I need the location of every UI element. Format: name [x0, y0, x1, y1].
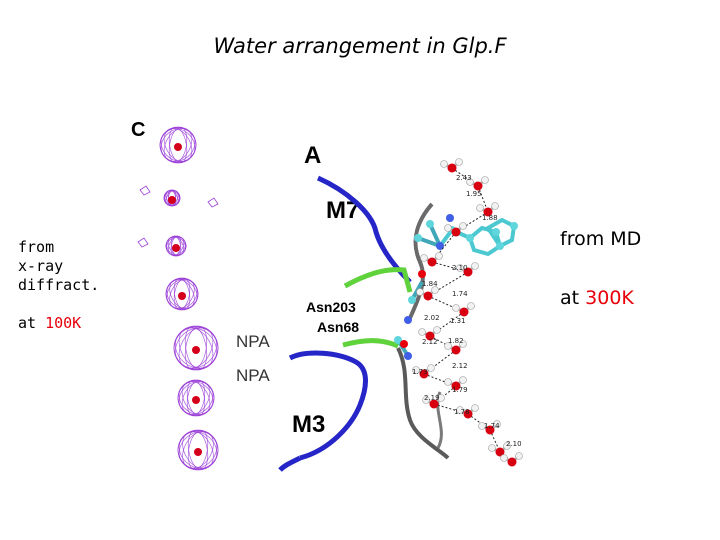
distance-label: 2.19	[424, 394, 440, 402]
npa-label-2: NPA	[236, 366, 270, 385]
left-caption-line1: from	[18, 238, 55, 256]
water-molecule	[476, 202, 499, 217]
residue-label-asn203: Asn203	[306, 299, 356, 315]
water-molecule	[420, 252, 443, 267]
water-oxygen-dot	[172, 244, 180, 252]
helix-m3-ribbon	[288, 350, 368, 461]
water-molecule	[440, 158, 463, 173]
density-fragment	[137, 237, 149, 248]
water-molecule	[444, 222, 467, 237]
water-molecule	[456, 404, 479, 419]
distance-label: 1.95	[466, 190, 482, 198]
xray-panel: C NPA NPA	[131, 119, 270, 471]
water-oxygen-dot	[192, 346, 200, 354]
aromatic-residue	[394, 214, 518, 360]
density-mesh	[159, 126, 197, 164]
water-oxygen-dot	[178, 292, 186, 300]
density-mesh	[173, 325, 219, 371]
left-temp-prefix: at	[18, 314, 46, 332]
distance-label: 2.12	[452, 362, 468, 370]
water-molecule	[416, 286, 439, 301]
helix-m7-ribbon	[316, 175, 412, 284]
xray-panel-label: C	[131, 119, 145, 141]
water-molecule	[418, 326, 441, 341]
water-molecule	[422, 394, 445, 409]
density-mesh	[177, 429, 219, 471]
density-mesh	[165, 277, 199, 311]
npa-label-1: NPA	[236, 332, 270, 351]
water-molecule	[478, 420, 501, 435]
water-oxygen-dot	[192, 396, 200, 404]
distance-label: 1.73	[412, 368, 428, 376]
density-fragment	[207, 197, 219, 208]
distance-label: 2.12	[422, 338, 438, 346]
asn68-loop	[342, 338, 400, 349]
water-molecule	[444, 340, 467, 355]
distance-label: 1.74	[452, 290, 468, 298]
distance-labels: 2.43 1.95 1.88 2.10 1.84 1.74 2.02 1.31 2.12 1.82…	[412, 174, 522, 448]
left-caption: from x-ray diffract. at 100K	[18, 238, 99, 333]
density-meshes	[137, 126, 219, 471]
right-temp-value: 300K	[585, 287, 634, 309]
distance-label: 1.84	[422, 280, 438, 288]
density-fragment	[139, 185, 151, 196]
water-chain	[412, 158, 523, 467]
helix-label-m3: M3	[292, 411, 325, 438]
water-oxygen-dot	[168, 196, 176, 204]
left-temp-value: 100K	[45, 314, 82, 332]
left-caption-line3: diffract.	[18, 276, 100, 294]
md-panel: A M7 M3 Asn203 Asn68	[278, 142, 523, 472]
helix-m3-tail	[278, 455, 302, 472]
water-oxygen-dot	[194, 448, 202, 456]
right-caption-method: from MD	[560, 228, 642, 250]
distance-label: 2.10	[506, 440, 522, 448]
distance-label: 1.31	[450, 317, 466, 325]
distance-label: 1.88	[482, 214, 498, 222]
water-molecule	[452, 302, 475, 317]
distance-label: 1.74	[484, 422, 500, 430]
backbone-trace-2	[396, 347, 450, 460]
water-molecule	[488, 442, 511, 457]
backbone-trace-1	[408, 202, 434, 319]
distance-label: 2.02	[424, 314, 440, 322]
density-mesh	[165, 235, 187, 257]
water-molecule	[412, 364, 435, 379]
water-molecule	[444, 376, 467, 391]
distance-label: 2.10	[452, 264, 468, 272]
distance-label: 1.79	[452, 386, 468, 394]
right-temperature: at 300K	[560, 287, 634, 309]
water-molecule	[500, 452, 523, 467]
left-caption-line2: x-ray	[18, 257, 64, 275]
density-mesh	[163, 189, 181, 207]
asn203-loop	[343, 267, 413, 293]
distance-label: 1.82	[448, 337, 464, 345]
right-temp-prefix: at	[560, 287, 586, 309]
distance-label: 2.43	[456, 174, 472, 182]
md-panel-label: A	[304, 142, 321, 169]
water-oxygens	[168, 143, 202, 456]
residue-label-asn68: Asn68	[317, 319, 359, 335]
left-temperature: at 100K	[18, 314, 99, 333]
water-molecule	[466, 176, 489, 191]
density-mesh	[177, 379, 215, 417]
page-title: Water arrangement in Glp.F	[213, 34, 507, 58]
water-molecule	[456, 262, 479, 277]
distance-label: 1.78	[454, 408, 470, 416]
water-oxygen-dot	[174, 143, 182, 151]
